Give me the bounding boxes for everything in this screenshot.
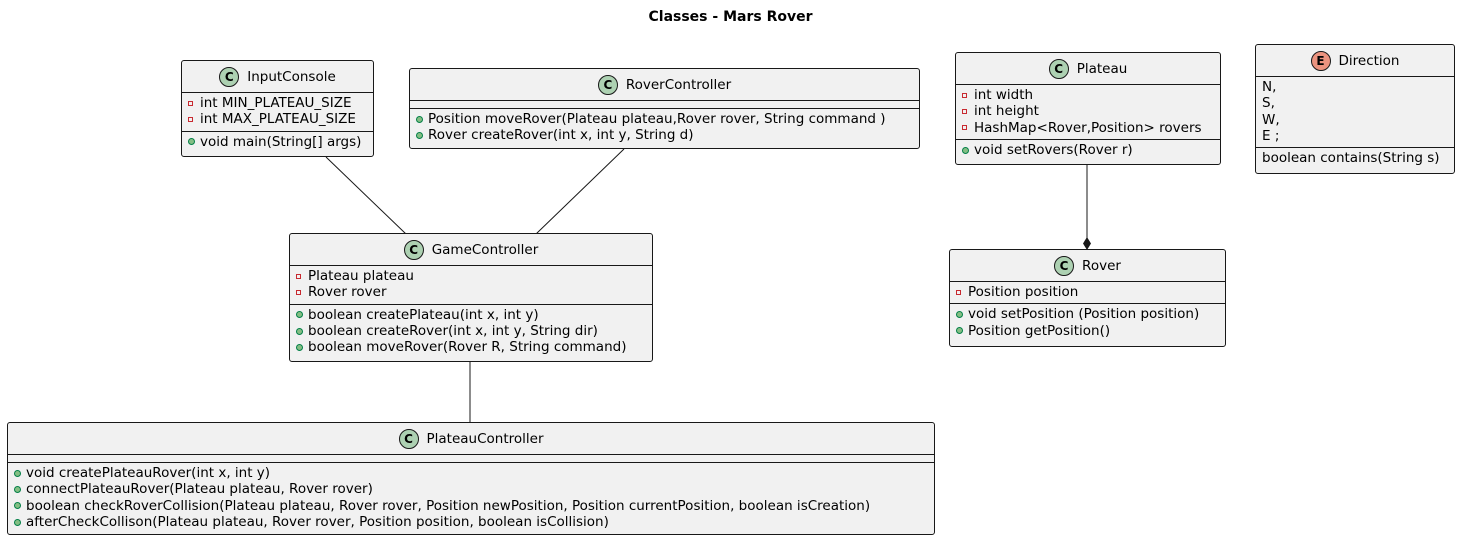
- class-badge-icon: C: [597, 74, 618, 95]
- fields-section: Plateau plateau Rover rover: [290, 266, 652, 304]
- class-header: C Plateau: [956, 53, 1220, 85]
- method-row: void setPosition (Position position): [950, 306, 1225, 322]
- field-row: int MIN_PLATEAU_SIZE: [182, 95, 373, 111]
- link-rovercontroller-gamecontroller: [535, 148, 625, 235]
- private-icon: [296, 273, 308, 279]
- enum-badge-icon: E: [1310, 50, 1331, 71]
- method-row: boolean createRover(int x, int y, String…: [290, 323, 652, 339]
- field-row: Plateau plateau: [290, 268, 652, 284]
- enum-constant: S,: [1262, 95, 1275, 112]
- class-inputconsole: C InputConsole int MIN_PLATEAU_SIZE int …: [181, 60, 374, 157]
- public-icon: [416, 115, 428, 123]
- method-row: boolean checkRoverCollision(Plateau plat…: [8, 498, 934, 514]
- private-icon: [188, 116, 200, 122]
- composition-diamond: [1083, 237, 1091, 250]
- method-row: Position getPosition(): [950, 323, 1225, 339]
- private-icon: [956, 289, 968, 295]
- public-icon: [14, 518, 26, 526]
- public-icon: [296, 311, 308, 319]
- method-row: boolean createPlateau(int x, int y): [290, 307, 652, 323]
- method-row: afterCheckCollison(Plateau plateau, Rove…: [8, 514, 934, 530]
- enum-constant: W,: [1262, 111, 1280, 128]
- public-icon: [956, 310, 968, 318]
- class-plateaucontroller: C PlateauController void createPlateauRo…: [7, 422, 935, 535]
- method-row: Position moveRover(Plateau plateau,Rover…: [410, 111, 919, 127]
- method-row: boolean contains(String s): [1262, 150, 1440, 167]
- method-row: void main(String[] args): [182, 134, 373, 150]
- diagram-title: Classes - Mars Rover: [648, 9, 813, 25]
- fields-section: int width int height HashMap<Rover,Posit…: [956, 85, 1220, 139]
- fields-section: [410, 101, 919, 108]
- class-badge-icon: C: [403, 239, 424, 260]
- class-name: InputConsole: [247, 68, 336, 85]
- class-badge-icon: C: [1048, 58, 1069, 79]
- public-icon: [962, 146, 974, 154]
- class-rover: C Rover Position position void setPositi…: [949, 249, 1226, 347]
- method-row: boolean moveRover(Rover R, String comman…: [290, 339, 652, 355]
- class-header: C GameController: [290, 234, 652, 266]
- class-header: C PlateauController: [8, 423, 934, 455]
- class-name: RoverController: [625, 76, 732, 93]
- enum-constant: N,: [1262, 79, 1277, 95]
- methods-section: void setRovers(Rover r): [956, 138, 1220, 161]
- class-badge-icon: C: [1054, 255, 1075, 276]
- field-row: Rover rover: [290, 284, 652, 300]
- private-icon: [962, 108, 974, 114]
- public-icon: [956, 327, 968, 335]
- class-header: C Rover: [950, 250, 1225, 282]
- private-icon: [962, 125, 974, 131]
- field-row: int width: [956, 87, 1220, 103]
- private-icon: [962, 92, 974, 98]
- class-badge-icon: C: [219, 66, 240, 87]
- fields-section: [8, 455, 934, 462]
- methods-section: void setPosition (Position position) Pos…: [950, 303, 1225, 342]
- method-row: connectPlateauRover(Plateau plateau, Rov…: [8, 481, 934, 497]
- public-icon: [14, 485, 26, 493]
- fields-section: int MIN_PLATEAU_SIZE int MAX_PLATEAU_SIZ…: [182, 93, 373, 131]
- class-header: E Direction: [1256, 45, 1454, 77]
- class-rovercontroller: C RoverController Position moveRover(Pla…: [409, 68, 920, 149]
- class-header: C RoverController: [410, 69, 919, 101]
- constants-section: N, S, W, E ;: [1256, 77, 1454, 147]
- field-row: int height: [956, 103, 1220, 119]
- class-name: Plateau: [1076, 60, 1128, 77]
- class-header: C InputConsole: [182, 61, 373, 93]
- method-row: Rover createRover(int x, int y, String d…: [410, 127, 919, 143]
- methods-section: Position moveRover(Plateau plateau,Rover…: [410, 108, 919, 147]
- link-inputconsole-gamecontroller: [325, 156, 407, 235]
- method-row: void setRovers(Rover r): [956, 142, 1220, 158]
- class-name: Direction: [1338, 52, 1400, 69]
- class-name: GameController: [431, 241, 539, 258]
- class-name: PlateauController: [426, 430, 544, 447]
- methods-section: boolean contains(String s): [1256, 147, 1454, 169]
- methods-section: boolean createPlateau(int x, int y) bool…: [290, 303, 652, 359]
- private-icon: [188, 100, 200, 106]
- field-row: Position position: [950, 284, 1225, 300]
- field-row: HashMap<Rover,Position> rovers: [956, 120, 1220, 136]
- public-icon: [188, 138, 200, 146]
- private-icon: [296, 289, 308, 295]
- public-icon: [14, 502, 26, 510]
- class-plateau: C Plateau int width int height HashMap<R…: [955, 52, 1221, 165]
- enum-constant: E ;: [1262, 127, 1280, 144]
- field-row: int MAX_PLATEAU_SIZE: [182, 111, 373, 127]
- class-badge-icon: C: [398, 428, 419, 449]
- fields-section: Position position: [950, 282, 1225, 303]
- public-icon: [416, 131, 428, 139]
- class-name: Rover: [1082, 257, 1121, 274]
- methods-section: void main(String[] args): [182, 130, 373, 153]
- method-row: void createPlateauRover(int x, int y): [8, 465, 934, 481]
- public-icon: [296, 327, 308, 335]
- public-icon: [14, 469, 26, 477]
- class-gamecontroller: C GameController Plateau plateau Rover r…: [289, 233, 653, 362]
- enum-direction: E Direction N, S, W, E ; boolean contain…: [1255, 44, 1455, 174]
- public-icon: [296, 343, 308, 351]
- methods-section: void createPlateauRover(int x, int y) co…: [8, 462, 934, 533]
